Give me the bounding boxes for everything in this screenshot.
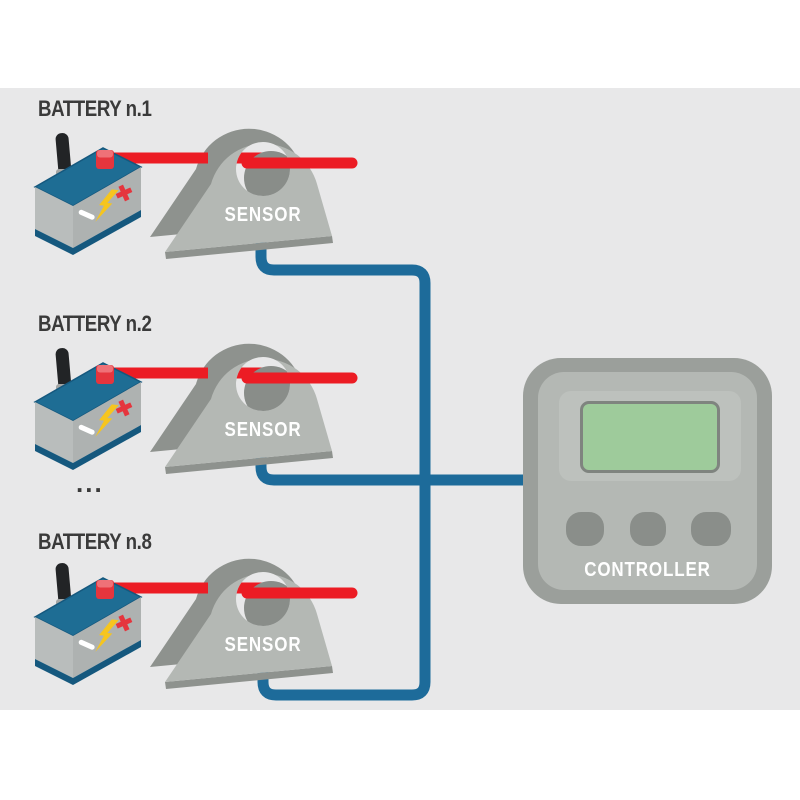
battery-label-3: BATTERY n.8: [38, 529, 152, 554]
sensor-icon-1: [105, 129, 352, 259]
sensor-icon-3: [105, 559, 352, 689]
controller-button-1[interactable]: [566, 512, 604, 546]
battery-label-1: BATTERY n.1: [38, 96, 152, 121]
controller-label: CONTROLLER: [584, 559, 711, 581]
battery-icon-2: [34, 346, 142, 471]
controller-button-2[interactable]: [630, 512, 666, 546]
blue-signal-wires: [255, 230, 554, 701]
sensor-label-2: SENSOR: [224, 419, 302, 441]
sensor-label-3: SENSOR: [224, 634, 302, 656]
battery-label-2: BATTERY n.2: [38, 311, 152, 336]
battery-icon-3: [34, 561, 142, 686]
sensor-icon-2: [105, 344, 352, 474]
battery-icon-1: [34, 131, 142, 256]
sensor2-to-controller-wire: [255, 445, 554, 486]
sensor-label-1: SENSOR: [224, 204, 302, 226]
controller-button-3[interactable]: [691, 512, 731, 546]
ellipsis-more-batteries: ...: [76, 468, 104, 498]
controller-lcd-screen: [580, 401, 720, 473]
